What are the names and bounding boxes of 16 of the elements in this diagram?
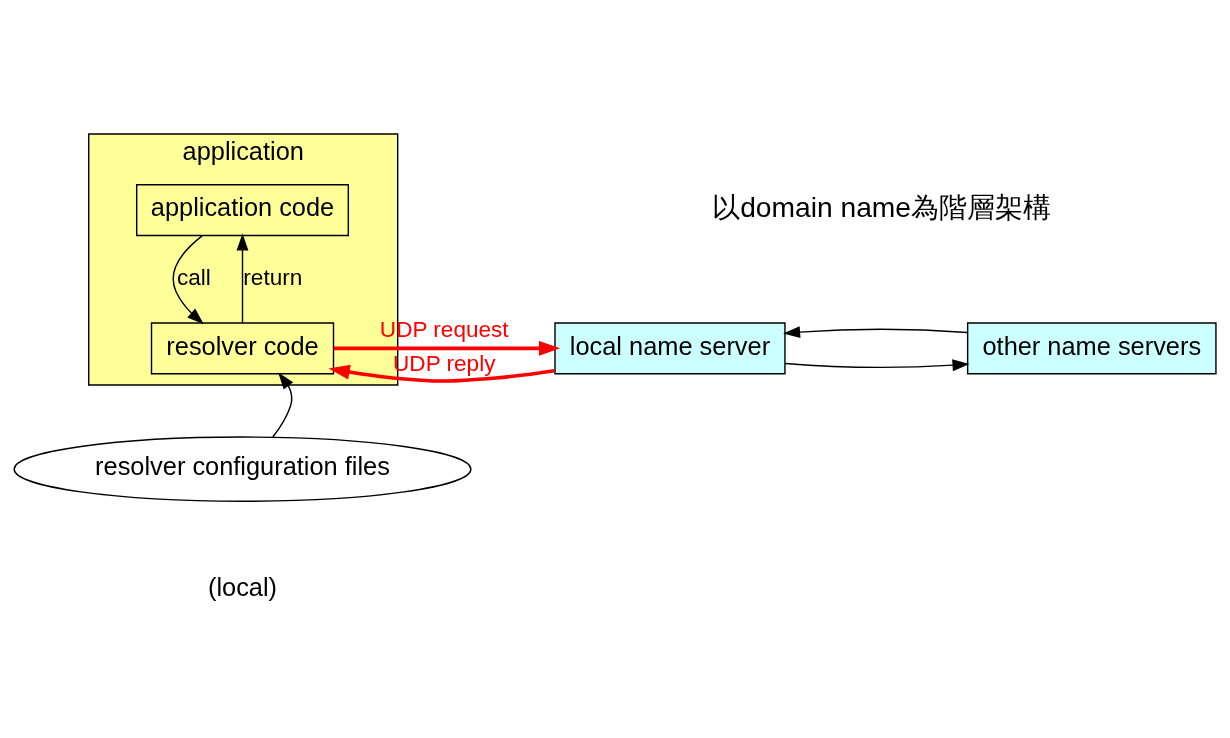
arrow (172, 234, 204, 325)
arrow (784, 359, 970, 372)
arrow (783, 326, 968, 338)
node-ellipse: resolver configuration files (13, 436, 472, 502)
edge-label: call (176, 264, 211, 290)
node-box: resolver code (150, 322, 335, 375)
node-box: other name servers (966, 322, 1217, 375)
arrow (333, 340, 561, 356)
node-box: local name server (554, 322, 786, 375)
edge-label: return (243, 264, 303, 290)
arrow (236, 233, 249, 324)
arrow (328, 364, 555, 383)
node-box: application code (136, 184, 349, 237)
arrow (272, 372, 294, 438)
node-label: (local) (207, 573, 278, 602)
label: 以domain name為階層架構 (712, 191, 1052, 224)
